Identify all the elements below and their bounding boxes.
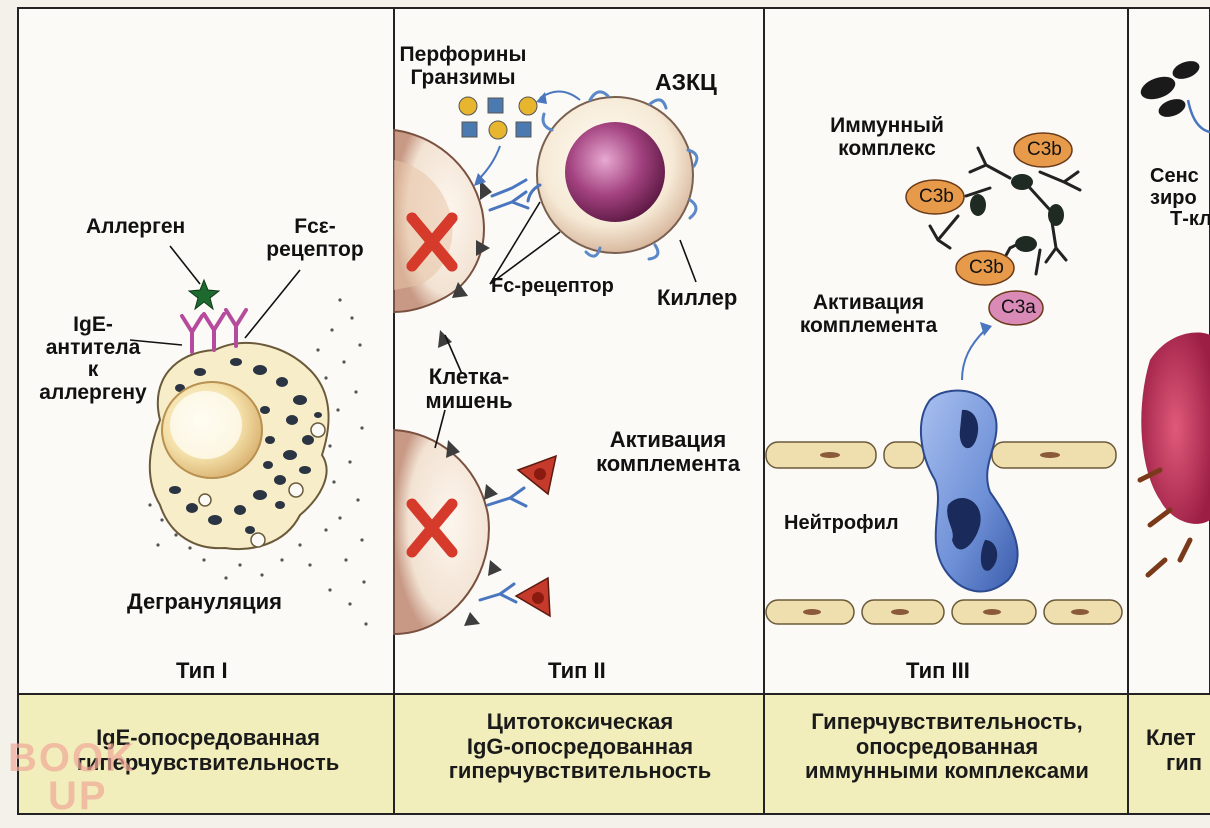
label-line: к — [87, 358, 99, 382]
caption-line: Цитотоксическая — [486, 709, 674, 734]
label-fc-receptor: Fc-рецептор — [491, 275, 614, 297]
label-line: Активация — [609, 427, 727, 452]
watermark: BOOK UP — [8, 736, 168, 822]
type-label: Тип III — [906, 658, 970, 683]
label-line: рецептор — [266, 237, 364, 261]
caption-band — [19, 694, 1210, 813]
c3b-badge — [955, 250, 1015, 286]
label-immune-complex: Иммунный комплекс — [812, 114, 962, 160]
label-line: Активация — [812, 291, 925, 314]
caption-type-4: Клет гип — [1146, 726, 1210, 775]
label-line: Клетка- — [428, 364, 510, 389]
label-adcc: АЗКЦ — [655, 69, 717, 95]
label-target-cell: Клетка- мишень — [404, 365, 534, 413]
label-line: аллергену — [39, 381, 147, 405]
label-complement-activation: Активация комплемента — [776, 291, 961, 337]
caption-line: Клет — [1146, 726, 1196, 750]
caption-line: IgE-опосредованная — [96, 725, 320, 750]
label-perforins: Перфорины Гранзимы — [388, 43, 538, 89]
cytotoxic-illustration — [393, 90, 699, 636]
caption-line: Гиперчувствительность, — [811, 709, 1083, 734]
label-complement-activation: Активация комплемента — [578, 428, 758, 476]
label-line: Т-кл — [1170, 208, 1210, 231]
caption-type-3: Гиперчувствительность, опосредованная им… — [768, 709, 1126, 784]
label-killer: Киллер — [657, 285, 738, 310]
caption-type-2: Цитотоксическая IgG-опосредованная гипер… — [400, 709, 760, 784]
mast-cell-illustration — [129, 245, 368, 626]
label-ige-antibodies: IgE- антитела к аллергену — [28, 313, 158, 405]
label-line: Иммунный — [830, 114, 944, 137]
c3b-label: C3b — [1027, 139, 1062, 160]
label-line: Fcε- — [294, 215, 336, 238]
caption-line: иммунными комплексами — [805, 758, 1089, 784]
cell-mediated-illustration — [1137, 61, 1210, 578]
c3b-badge — [1013, 132, 1073, 168]
label-line: антитела — [45, 335, 141, 359]
label-degranulation: Дегрануляция — [127, 589, 282, 614]
watermark-line: UP — [48, 774, 108, 818]
label-line: зиро — [1150, 186, 1197, 209]
caption-line: гип — [1166, 749, 1202, 775]
caption-line: гиперчувствительность — [76, 749, 340, 775]
immune-complex-illustration — [765, 132, 1123, 625]
label-line: мишень — [425, 387, 513, 413]
c3a-badge — [988, 290, 1044, 326]
caption-line: гиперчувствительность — [448, 758, 712, 784]
label-allergen: Аллерген — [86, 215, 186, 238]
label-line: Сенс — [1150, 165, 1199, 187]
c3b-label: C3b — [919, 186, 954, 207]
label-line: комплемента — [799, 313, 938, 337]
label-line: комплемента — [596, 450, 740, 476]
label-fce-receptor: Fcε- рецептор — [250, 215, 380, 261]
c3b-label: C3b — [969, 257, 1004, 278]
label-line: Перфорины — [399, 43, 527, 66]
label-line: комплекс — [838, 136, 936, 160]
c3b-badge — [905, 179, 965, 215]
label-sensitized: Сенс зиро Т-кл — [1150, 165, 1210, 231]
caption-line: IgG-опосредованная — [466, 733, 694, 759]
watermark-line: BOOK — [8, 736, 136, 780]
type-label: Тип I — [176, 658, 228, 683]
label-neutrophil: Нейтрофил — [784, 512, 899, 534]
caption-type-1: IgE-опосредованная гиперчувствительность — [30, 725, 386, 775]
caption-line: опосредованная — [855, 733, 1039, 759]
label-line: Гранзимы — [410, 65, 516, 89]
label-line: IgE- — [73, 313, 113, 336]
c3a-label: C3a — [1001, 297, 1036, 318]
type-label: Тип II — [548, 658, 606, 683]
